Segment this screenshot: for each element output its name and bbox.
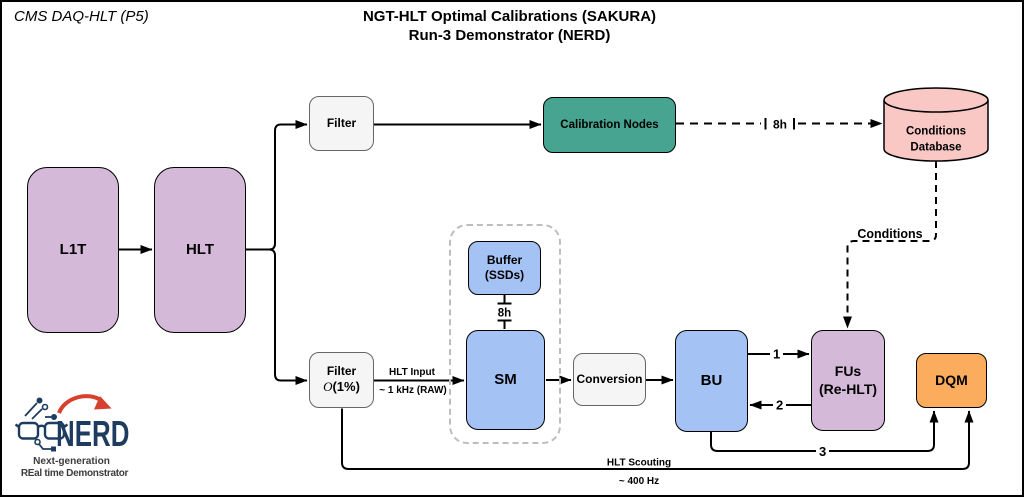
svg-text:Conditions: Conditions — [857, 227, 922, 241]
svg-text:Conditions: Conditions — [906, 126, 966, 138]
svg-text:1: 1 — [773, 347, 780, 362]
svg-text:Next-generation: Next-generation — [33, 456, 110, 467]
svg-text:HLT Scouting: HLT Scouting — [607, 458, 671, 469]
svg-text:3: 3 — [819, 444, 826, 459]
svg-text:~ 1 kHz (RAW): ~ 1 kHz (RAW) — [379, 385, 447, 396]
svg-text:8h: 8h — [498, 308, 511, 320]
svg-text:~ 400 Hz: ~ 400 Hz — [619, 476, 659, 487]
svg-text:NERD: NERD — [56, 414, 129, 454]
svg-text:8h: 8h — [773, 118, 787, 132]
svg-text:REal time Demonstrator: REal time Demonstrator — [21, 468, 129, 479]
svg-text:HLT Input: HLT Input — [389, 367, 436, 378]
svg-text:Database: Database — [910, 142, 961, 154]
svg-text:2: 2 — [776, 398, 783, 413]
